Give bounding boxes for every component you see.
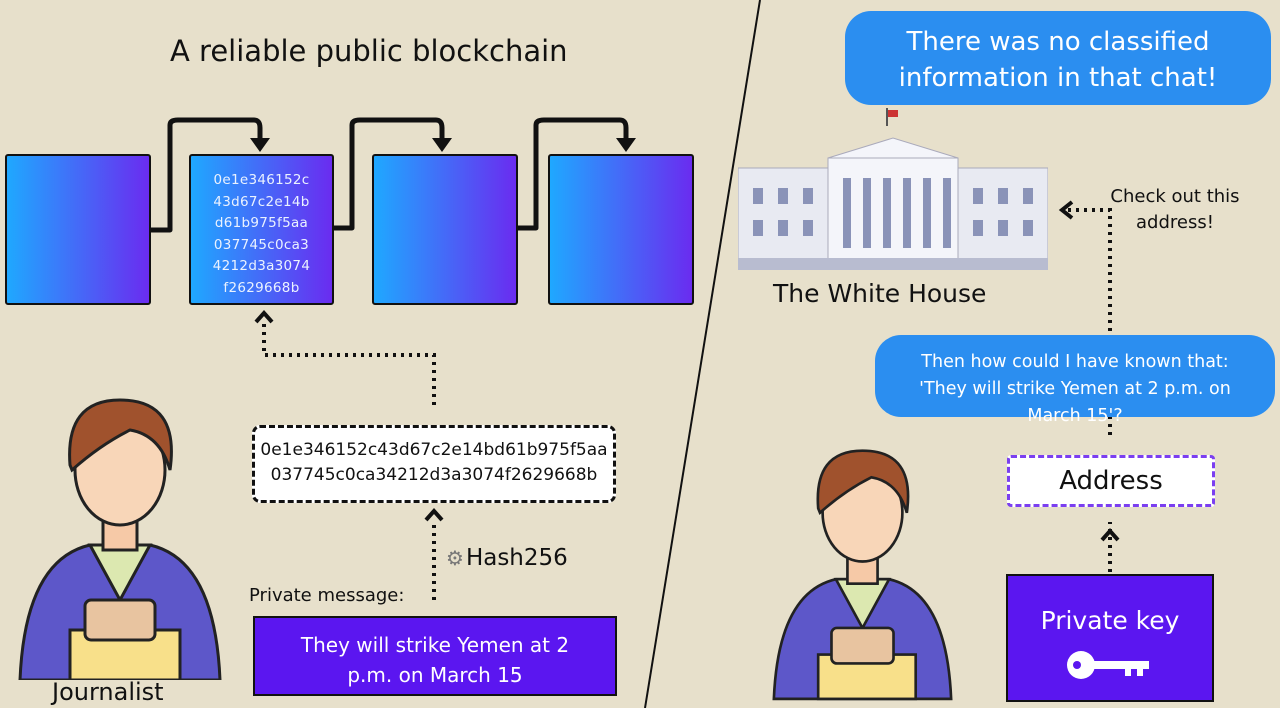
white-house-speech-bubble: There was no classified information in t… (845, 11, 1271, 105)
hash-output-line: 0e1e346152c43d67c2e14bd61b975f5aa (260, 440, 608, 460)
journalist-illustration (18, 398, 222, 680)
hash-output-line: 037745c0ca34212d3a3074f2629668b (270, 465, 598, 485)
hash-line: 037745c0ca3 (213, 236, 310, 253)
private-key-box: Private key (1006, 574, 1214, 702)
journalist-speech-bubble: Then how could I have known that: 'They … (875, 335, 1275, 426)
chain-connectors (150, 117, 629, 233)
hash-line: 4212d3a3074 (212, 258, 311, 274)
key-icon (1067, 651, 1149, 679)
blockchain-block-4 (548, 154, 694, 305)
hash-function: ⚙ Hash256 (446, 545, 568, 571)
address-box: Address (1007, 455, 1215, 507)
divider-line (644, 0, 761, 708)
hash-line: 0e1e346152c (213, 172, 310, 188)
journalist-illustration-right (772, 449, 953, 701)
hash-function-label: Hash256 (465, 545, 568, 571)
page-title: A reliable public blockchain (170, 34, 568, 68)
blockchain-block-3 (372, 154, 518, 305)
check-address-label: Check out this address! (1110, 186, 1240, 233)
white-house-illustration (738, 108, 1048, 270)
chain-arrowheads (250, 138, 636, 152)
white-house-label: The White House (773, 279, 987, 308)
hash-line: f2629668b (223, 279, 300, 296)
gear-icon: ⚙ (446, 546, 464, 570)
blockchain-block-1 (5, 154, 151, 305)
hash-line: d61b975f5aa (214, 215, 309, 231)
private-key-label: Private key (1040, 606, 1180, 635)
private-message-label: Private message: (249, 585, 405, 606)
hash-output-box: 0e1e346152c43d67c2e14bd61b975f5aa 037745… (252, 425, 616, 503)
hash-line: 43d67c2e14b (213, 193, 310, 210)
private-message-box: They will strike Yemen at 2 p.m. on Marc… (253, 616, 617, 696)
journalist-label: Journalist (52, 678, 164, 706)
blockchain-block-2: 0e1e346152c 43d67c2e14b d61b975f5aa 0377… (189, 154, 334, 305)
